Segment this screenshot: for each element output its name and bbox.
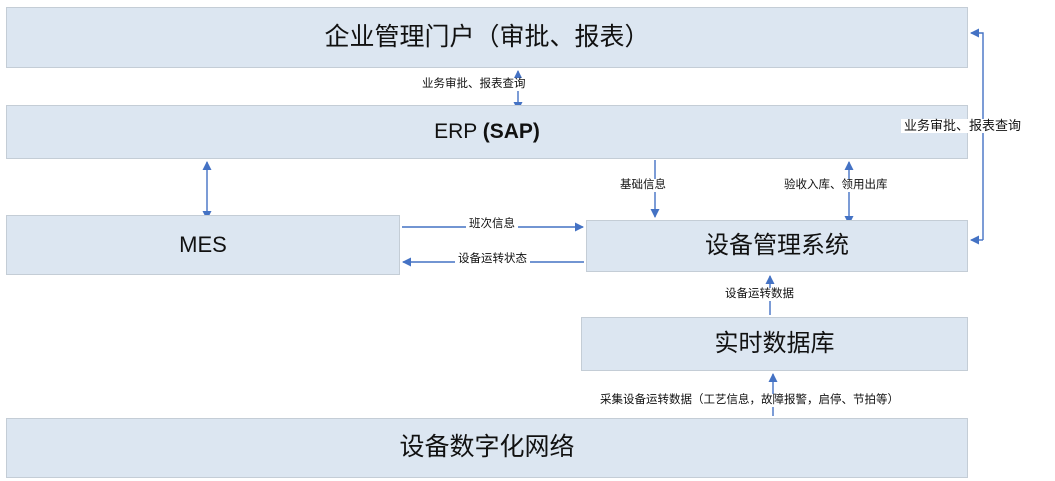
edge-label-mes-eqm-shift: 班次信息: [466, 218, 518, 231]
node-realtime-database[interactable]: 实时数据库: [581, 317, 968, 371]
node-enterprise-portal[interactable]: 企业管理门户（审批、报表）: [6, 7, 968, 68]
node-mes[interactable]: MES: [6, 215, 400, 275]
edge-label-erp-eqm-stock: 验收入库、领用出库: [781, 179, 891, 192]
wire-eqm-portal-elbow: [970, 28, 984, 240]
edge-label-erp-eqm-base: 基础信息: [617, 179, 669, 192]
edge-label-eqm-mes-state: 设备运转状态: [455, 253, 530, 266]
node-mes-label: MES: [179, 232, 227, 258]
node-enterprise-portal-label: 企业管理门户（审批、报表）: [324, 22, 650, 51]
node-erp[interactable]: ERP (SAP): [6, 105, 968, 159]
edge-label-rtdb-eqm: 设备运转数据: [722, 288, 797, 301]
node-erp-label: ERP (SAP): [434, 119, 540, 145]
node-realtime-database-label: 实时数据库: [714, 330, 835, 357]
node-equipment-management-system[interactable]: 设备管理系统: [586, 220, 968, 272]
node-erp-label-bold: (SAP): [482, 119, 540, 143]
node-erp-label-text: ERP: [434, 119, 483, 143]
edge-label-portal-erp: 业务审批、报表查询: [419, 78, 529, 91]
edge-label-network-rtdb: 采集设备运转数据（工艺信息，故障报警，启停、节拍等）: [597, 394, 902, 407]
node-equipment-management-system-label: 设备管理系统: [705, 232, 849, 259]
edge-label-eqm-portal: 业务审批、报表查询: [901, 118, 1025, 134]
node-equipment-digital-network[interactable]: 设备数字化网络: [6, 418, 968, 478]
node-equipment-digital-network-label: 设备数字化网络: [399, 433, 575, 462]
